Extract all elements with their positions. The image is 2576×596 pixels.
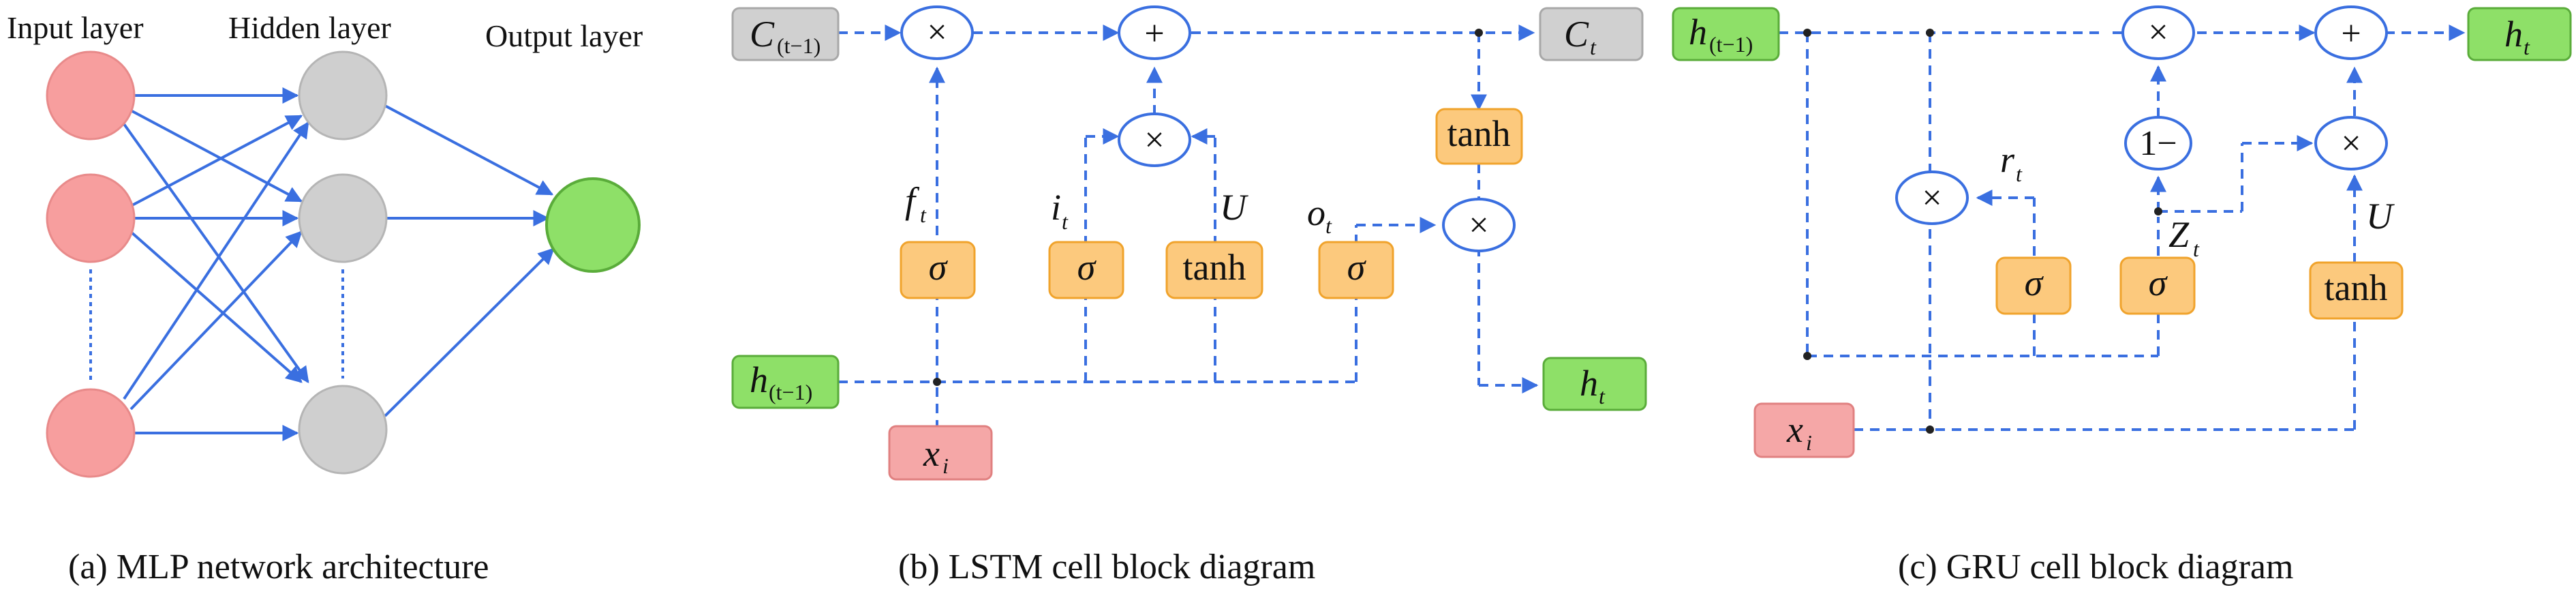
u-label: U: [1220, 187, 1248, 228]
panel-b-lstm: C (t−1) C t h (t−1) h t x i ×: [731, 5, 1647, 586]
svg-text:(t−1): (t−1): [769, 380, 812, 404]
svg-text:h: h: [2504, 14, 2523, 55]
svg-text:C: C: [750, 14, 775, 55]
gru-z-label: Z t: [2168, 214, 2200, 261]
h-prev-box: h (t−1): [731, 355, 840, 409]
gru-candidate-multiply-op: ×: [2314, 116, 2388, 170]
f-label: f t: [905, 180, 927, 227]
caption-c: (c) GRU cell block diagram: [1898, 548, 2293, 586]
cell-tanh-box: tanh: [1435, 108, 1523, 165]
svg-text:f: f: [905, 180, 920, 221]
svg-text:h: h: [1580, 363, 1598, 404]
svg-text:σ: σ: [1077, 247, 1097, 288]
svg-text:t: t: [1062, 209, 1069, 234]
forget-sigma-box: σ: [900, 241, 976, 299]
input-node-3: [46, 388, 136, 478]
hidden-node-2: [298, 173, 388, 263]
svg-text:t: t: [920, 203, 927, 227]
output-node: [545, 177, 641, 273]
svg-text:o: o: [1307, 192, 1325, 233]
gru-update-sigma-box: σ: [2119, 256, 2196, 315]
panel-a-mlp: Input layer Hidden layer Output layer: [7, 10, 643, 586]
input-hidden-connections: [123, 87, 309, 441]
svg-text:×: ×: [2341, 124, 2361, 163]
svg-text:+: +: [1144, 14, 1164, 53]
svg-text:t: t: [2193, 237, 2200, 261]
output-layer-label: Output layer: [485, 18, 643, 53]
svg-text:t: t: [1325, 213, 1332, 238]
svg-text:tanh: tanh: [2325, 267, 2388, 308]
cell-add-op: +: [1118, 5, 1191, 60]
svg-text:×: ×: [1922, 179, 1942, 218]
svg-text:h: h: [750, 359, 768, 400]
hidden-output-connections: [384, 104, 555, 417]
svg-text:C: C: [1564, 14, 1589, 55]
lstm-flow-lines: [838, 25, 1539, 430]
o-label: o t: [1307, 192, 1332, 238]
svg-text:U: U: [2366, 196, 2395, 237]
svg-text:i: i: [1806, 430, 1812, 455]
gru-tanh-box: tanh: [2309, 261, 2404, 320]
svg-text:tanh: tanh: [1447, 113, 1511, 154]
gru-reset-multiply-op: ×: [1895, 170, 1969, 225]
hidden-node-1: [298, 50, 388, 140]
svg-text:×: ×: [2148, 13, 2168, 52]
input-node-1: [46, 50, 136, 140]
x-input-box: x i: [888, 425, 993, 481]
gru-reset-sigma-box: σ: [1995, 256, 2072, 315]
input-sigma-box: σ: [1048, 241, 1124, 299]
svg-text:σ: σ: [929, 247, 949, 288]
svg-text:×: ×: [1144, 121, 1164, 160]
svg-text:×: ×: [1469, 206, 1488, 245]
svg-text:(t−1): (t−1): [777, 33, 821, 58]
svg-text:σ: σ: [1347, 247, 1367, 288]
gru-one-minus-op: 1−: [2124, 116, 2192, 170]
i-label: i t: [1051, 187, 1069, 234]
output-multiply-op: ×: [1442, 198, 1516, 252]
svg-text:Z: Z: [2168, 214, 2190, 255]
svg-text:(t−1): (t−1): [1709, 32, 1753, 57]
caption-a: (a) MLP network architecture: [68, 548, 489, 586]
forget-multiply-op: ×: [900, 5, 974, 60]
h-t-box: h t: [1542, 357, 1647, 411]
c-t-box: C t: [1539, 7, 1644, 61]
svg-text:i: i: [942, 453, 949, 478]
hidden-node-3: [298, 385, 388, 475]
candidate-tanh-box: tanh: [1165, 241, 1263, 299]
gru-h-prev-box: h (t−1): [1672, 7, 1780, 61]
input-node-2: [46, 173, 136, 263]
svg-text:×: ×: [927, 13, 947, 52]
svg-text:x: x: [923, 433, 940, 474]
gru-top-multiply-op: ×: [2121, 5, 2195, 60]
svg-text:t: t: [1590, 35, 1597, 59]
svg-text:i: i: [1051, 187, 1061, 228]
gru-h-t-box: h t: [2467, 7, 2572, 61]
gru-u-label: U: [2366, 196, 2395, 237]
svg-text:U: U: [1220, 187, 1248, 228]
c-prev-box: C (t−1): [731, 7, 840, 61]
gru-x-input-box: x i: [1753, 402, 1855, 458]
svg-text:t: t: [2016, 162, 2023, 186]
hidden-layer-label: Hidden layer: [228, 10, 391, 45]
svg-text:h: h: [1689, 12, 1707, 53]
gru-r-label: r t: [2000, 139, 2023, 186]
caption-b: (b) LSTM cell block diagram: [898, 548, 1315, 586]
svg-text:r: r: [2000, 139, 2015, 180]
svg-text:+: +: [2341, 14, 2361, 53]
svg-text:t: t: [2524, 35, 2530, 59]
panel-c-gru: h (t−1) h t x i × × 1− +: [1672, 5, 2572, 586]
svg-text:tanh: tanh: [1183, 247, 1246, 288]
gru-flow-lines: [1779, 25, 2466, 434]
svg-text:1−: 1−: [2139, 124, 2177, 163]
svg-text:t: t: [1599, 384, 1606, 408]
gru-add-op: +: [2314, 5, 2388, 60]
svg-text:σ: σ: [2025, 263, 2044, 303]
input-layer-label: Input layer: [7, 10, 144, 45]
svg-text:σ: σ: [2149, 263, 2168, 303]
input-multiply-op: ×: [1118, 113, 1191, 167]
svg-text:x: x: [1786, 409, 1803, 450]
output-sigma-box: σ: [1318, 241, 1394, 299]
